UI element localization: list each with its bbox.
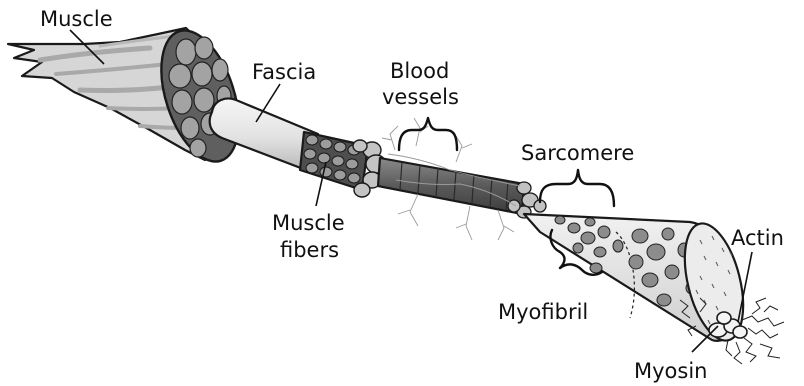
label-fascia: Fascia [252, 60, 316, 84]
label-myosin: Myosin [634, 359, 707, 383]
label-blood-vessels-line2: vessels [382, 85, 459, 109]
muscle-illustration [8, 21, 253, 171]
label-blood-vessels-line1: Blood [390, 59, 449, 83]
sarcomere-brace [540, 170, 614, 206]
label-muscle: Muscle [40, 7, 113, 31]
label-sarcomere: Sarcomere [521, 141, 634, 165]
label-muscle-fibers-line2: fibers [280, 238, 339, 262]
blood-vessels-brace [399, 118, 457, 150]
label-myofibril: Myofibril [498, 300, 588, 324]
muscle-fiber-single [378, 158, 546, 218]
label-muscle-fibers-line1: Muscle [272, 211, 345, 235]
label-actin: Actin [731, 226, 784, 250]
